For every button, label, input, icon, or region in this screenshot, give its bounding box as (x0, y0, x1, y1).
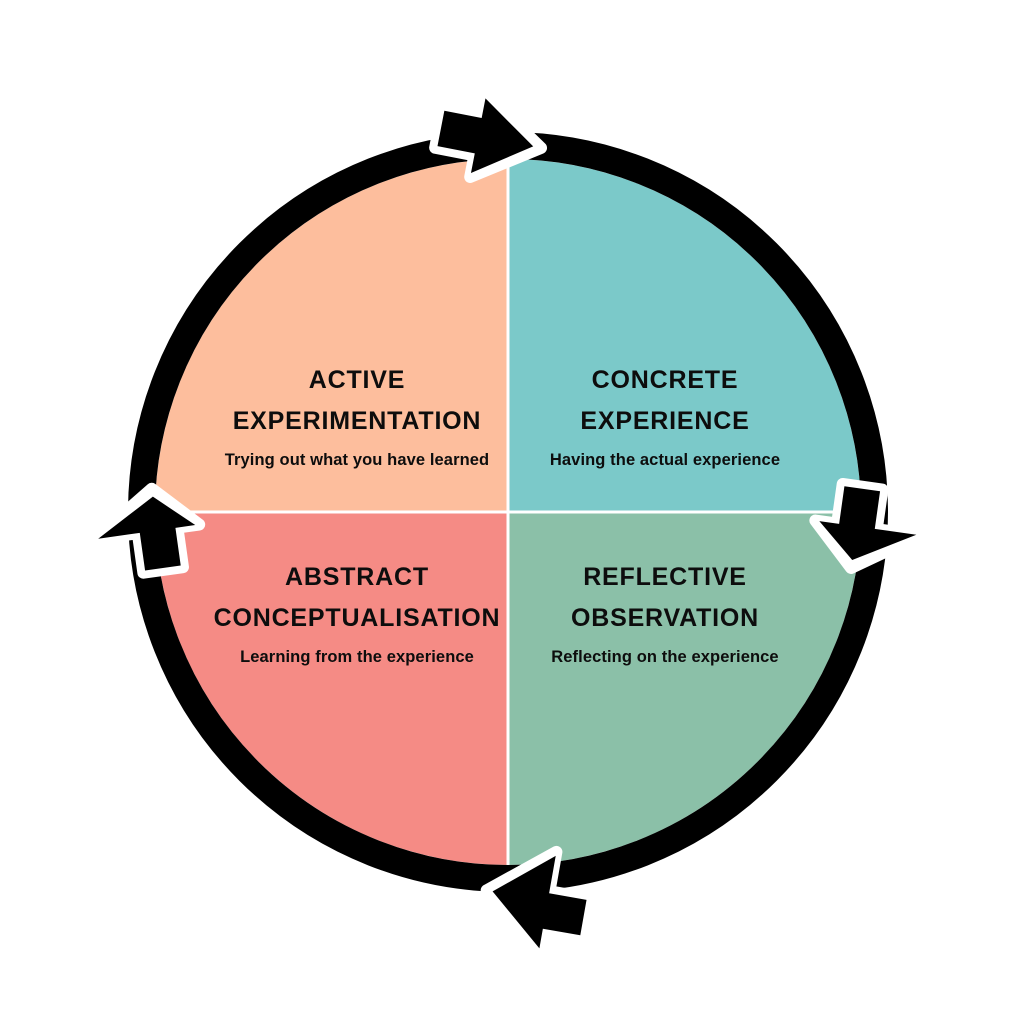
arrow-left-clockwise-icon (88, 482, 206, 579)
arrow-right-clockwise-icon (809, 477, 927, 574)
arrow-top-clockwise-icon (429, 88, 548, 183)
arrow-bottom-clockwise-icon (480, 845, 595, 959)
quadrant-dividers (151, 155, 865, 869)
